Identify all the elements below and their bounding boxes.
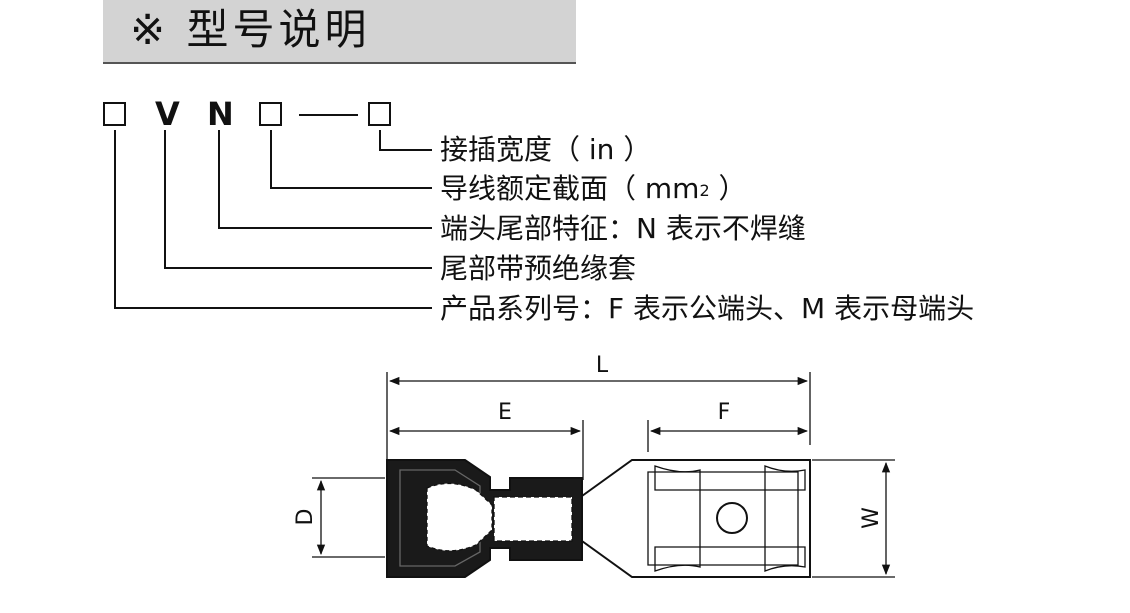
code-dash bbox=[299, 114, 358, 116]
code-letter-n: N bbox=[207, 95, 234, 133]
dim-label-w: W bbox=[859, 507, 884, 529]
receptacle-body bbox=[581, 459, 811, 578]
receptacle-details bbox=[647, 465, 806, 572]
legend-tail: 端头尾部特征：N 表示不焊缝 bbox=[440, 212, 806, 245]
code-letter-v: V bbox=[155, 95, 180, 133]
title-band bbox=[103, 0, 576, 64]
legend-width: 接插宽度（ in ） bbox=[440, 133, 652, 166]
code-box-width bbox=[368, 102, 391, 126]
leader-line-width bbox=[379, 130, 432, 151]
section-title: ※ 型号说明 bbox=[130, 5, 371, 54]
code-box-series bbox=[103, 102, 126, 126]
leader-line-series bbox=[114, 130, 432, 309]
detent-hole bbox=[716, 502, 748, 534]
code-box-section bbox=[259, 102, 282, 126]
dim-label-d: D bbox=[293, 509, 318, 526]
dimension-lines bbox=[312, 372, 895, 578]
dim-label-e: E bbox=[498, 400, 512, 425]
legend-section: 导线额定截面（ mm2 ） bbox=[440, 172, 747, 205]
legend-insulation: 尾部带预绝缘套 bbox=[440, 252, 637, 285]
dim-label-f: F bbox=[718, 400, 731, 425]
leader-line-section bbox=[270, 130, 432, 189]
legend-series: 产品系列号：F 表示公端头、M 表示母端头 bbox=[440, 292, 975, 325]
leader-line-tail bbox=[218, 130, 432, 229]
barrel-ferrule bbox=[426, 482, 493, 552]
wire-barrel bbox=[493, 496, 573, 542]
leader-line-insulation bbox=[164, 130, 432, 269]
dim-label-l: L bbox=[596, 353, 609, 378]
